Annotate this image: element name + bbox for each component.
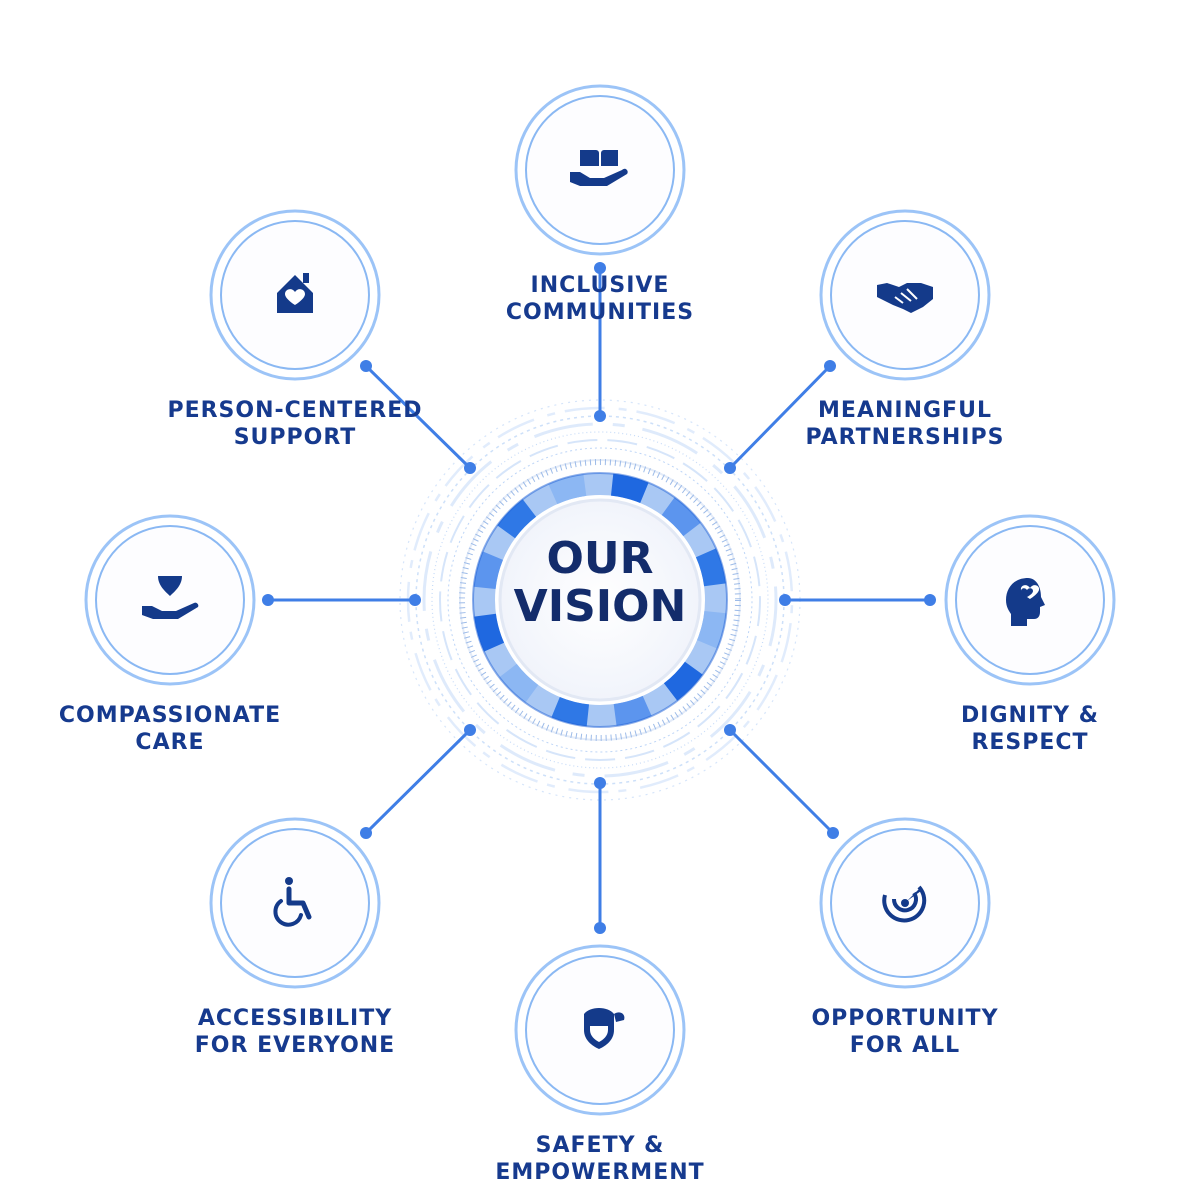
node-inclusive-communities [514,84,686,256]
hub-segment [473,473,727,727]
node-opportunity-for-all [819,817,991,989]
person-shield-icon [584,1008,625,1049]
label-line2: RESPECT [971,730,1089,755]
label-line2: FOR ALL [849,1033,961,1058]
label-line1: OPPORTUNITY [811,1006,999,1031]
decorative-ring [431,431,769,769]
handshake-icon [877,283,933,313]
hub-segment [473,473,727,727]
hub-segment [473,472,728,727]
connector-dot [724,462,736,474]
hub-segment [473,473,727,727]
head-with-heart-icon [1006,578,1045,626]
connector-dot [360,360,372,372]
label-line1: MEANINGFUL [818,398,992,423]
decorative-ring [422,422,778,778]
node-inner-disc [525,95,675,245]
connector-dot [824,360,836,372]
hub-inner-disc [498,498,702,702]
label-line1: INCLUSIVE [530,273,670,298]
hub-segment [473,473,727,727]
label-safety-empowerment: SAFETY &EMPOWERMENT [450,1132,750,1186]
label-line2: PARTNERSHIPS [805,425,1005,450]
hub-segment [473,473,727,727]
house-with-heart-icon [277,273,313,313]
connector-line [364,364,472,470]
decorative-ring [439,439,761,761]
node-meaningful-partnerships [819,209,991,381]
hands-holding-book-icon [570,150,628,186]
label-line1: COMPASSIONATE [58,703,282,728]
connector-dot [594,262,606,274]
connector-dot [360,827,372,839]
connector-dot [409,594,421,606]
connectors [262,262,936,934]
node-person-centered-support [209,209,381,381]
node-inner-disc [95,525,245,675]
connector-line [728,728,835,835]
label-line1: PERSON-CENTERED [167,398,423,423]
vision-hub [459,459,741,741]
connector-line [364,728,472,835]
center-title-line2: VISION [513,581,687,632]
connector-dot [464,724,476,736]
wheelchair-icon [273,877,312,927]
hub-edge-line [472,472,728,728]
label-line2: SUPPORT [233,425,357,450]
value-nodes [84,84,1116,1116]
connector-dot [924,594,936,606]
hub-segment [473,473,727,727]
connector-dot [594,777,606,789]
connector-dot [262,594,274,606]
label-line1: DIGNITY & [961,703,1099,728]
node-safety-empowerment [514,944,686,1116]
connector-dot [594,410,606,422]
node-compassionate-care [84,514,256,686]
connector-dot [594,922,606,934]
hand-with-heart-icon [142,576,199,619]
hub-segment [473,473,727,728]
decorative-ring [447,447,753,753]
label-line2: CARE [135,730,205,755]
hub-segment-ring-base [473,473,727,727]
hub-segment [473,473,727,727]
connector-dot [779,594,791,606]
label-line2: EMPOWERMENT [495,1160,705,1185]
center-title: OUR VISION [450,535,750,631]
label-line1: ACCESSIBILITY [197,1006,393,1031]
decorative-ring [406,406,794,794]
hub-segment [473,473,727,727]
label-line2: COMMUNITIES [505,300,695,325]
connector-dot [724,724,736,736]
node-dignity-respect [944,514,1116,686]
label-line2: FOR EVERYONE [194,1033,396,1058]
connector-line [728,364,832,470]
target-icon [882,885,927,923]
hub-segment [472,473,727,727]
label-dignity-respect: DIGNITY &RESPECT [880,702,1180,756]
node-accessibility-for-everyone [209,817,381,989]
connector-dot [827,827,839,839]
hub-tick-ring [459,459,741,741]
center-title-line1: OUR [546,533,654,584]
hub-segment [473,473,727,727]
connector-dot [464,462,476,474]
label-line1: SAFETY & [535,1133,665,1158]
